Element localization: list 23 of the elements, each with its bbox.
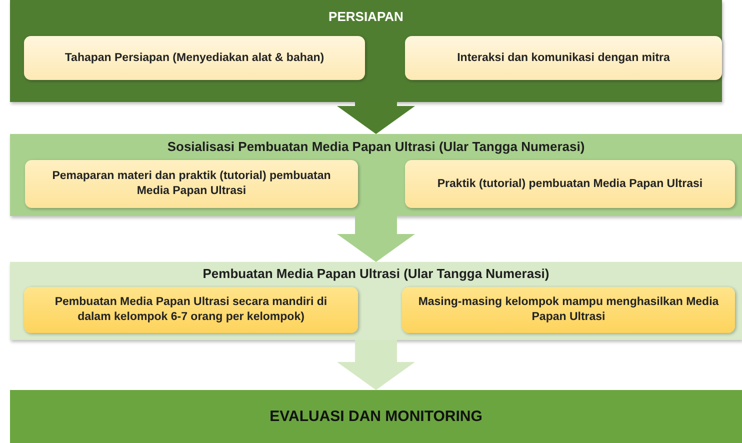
stage-band [10,390,742,443]
step-card [405,36,722,80]
stage-band [10,262,742,340]
stage-title: Sosialisasi Pembuatan Media Papan Ultrasi (Ular Tangga Numerasi) [166,138,586,156]
step-text: Pembuatan Media Papan Ultrasi secara mandiri di dalam kelompok 6-7 orang per kelompok) [54,295,328,325]
stage-title: PERSIAPAN [328,8,404,26]
step-card [24,287,358,333]
step-card [405,160,735,208]
stage-title: Pembuatan Media Papan Ultrasi (Ular Tangga Numerasi) [202,265,550,283]
step-card [25,160,358,208]
step-card [402,287,735,333]
stage-title: EVALUASI DAN MONITORING [270,408,482,425]
step-text: Masing-masing kelompok mampu menghasilkan Media Papan Ultrasi [417,295,720,325]
step-text: Pemaparan materi dan praktik (tutorial) pembuatan Media Papan Ultrasi [51,169,332,199]
step-text: Tahapan Persiapan (Menyediakan alat & bahan) [64,50,326,66]
arrow [337,102,415,134]
step-card [24,36,365,80]
step-text: Interaksi dan komunikasi dengan mitra [456,50,671,66]
arrow [337,216,415,262]
stage-band [10,134,742,216]
step-text: Praktik (tutorial) pembuatan Media Papan Ultrasi [436,176,704,192]
arrow [337,340,415,390]
stage-band [10,0,722,102]
